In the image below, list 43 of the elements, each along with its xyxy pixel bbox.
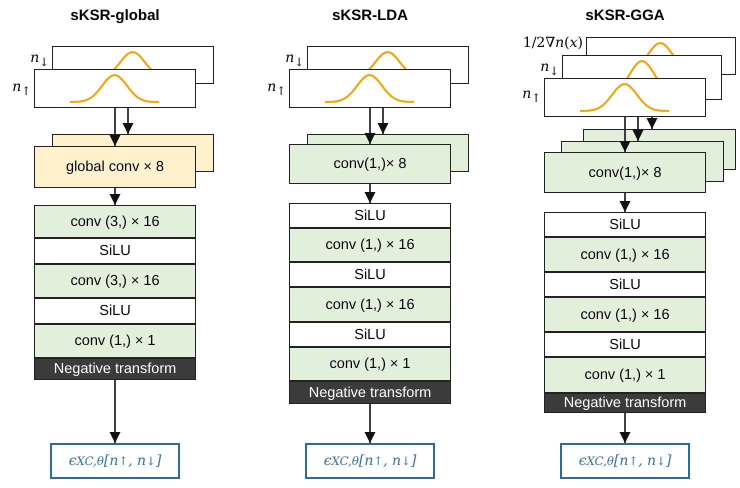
arrow [646,117,658,129]
input-label: n$_{↑}$ [267,79,286,98]
activation-box: SiLU [544,272,706,297]
arrow [364,184,376,203]
arrow [619,117,631,152]
column-title: sKSR-global [69,7,161,24]
layer-box: conv (1,) × 16 [544,297,706,332]
arrow [364,108,376,144]
arrow [619,413,631,443]
activation-box: SiLU [289,262,451,287]
arrow [122,108,134,134]
activation-box: SiLU [544,332,706,357]
transform-box: Negative transform [289,381,451,404]
arrow [377,108,389,134]
activation-box: SiLU [34,238,196,264]
layer-box: conv (1,) × 16 [289,287,451,322]
column-title: sKSR-LDA [331,7,409,24]
input-label: n$_{↑}$ [12,79,31,98]
input-label: n$_{↓}$ [30,50,49,69]
arrow [109,380,121,443]
layer-box: conv (1,) × 1 [34,324,196,358]
arrow [109,108,121,146]
activation-box: SiLU [289,203,451,228]
input-label: 1/2∇n(x) [522,35,583,51]
column-title: sKSR-GGA [584,7,666,24]
activation-box: SiLU [544,212,706,237]
arrow [619,193,631,212]
arrow [364,404,376,443]
layer-box: conv (1,) × 16 [544,237,706,272]
layer-box: conv (1,) × 16 [289,228,451,262]
input-label: n$_{↑}$ [522,86,541,105]
arrow [632,117,644,141]
transform-box: Negative transform [34,358,196,380]
arrow [109,188,121,205]
input-label: n$_{↓}$ [285,50,304,69]
layer-box: conv (1,) × 1 [289,347,451,381]
layer-box: conv (3,) × 16 [34,205,196,238]
input-label: n$_{↓}$ [540,59,559,78]
layer-box: conv (1,) × 1 [544,357,706,393]
activation-box: SiLU [289,322,451,347]
activation-box: SiLU [34,298,196,324]
transform-box: Negative transform [544,393,706,413]
layer-box: conv (3,) × 16 [34,264,196,298]
